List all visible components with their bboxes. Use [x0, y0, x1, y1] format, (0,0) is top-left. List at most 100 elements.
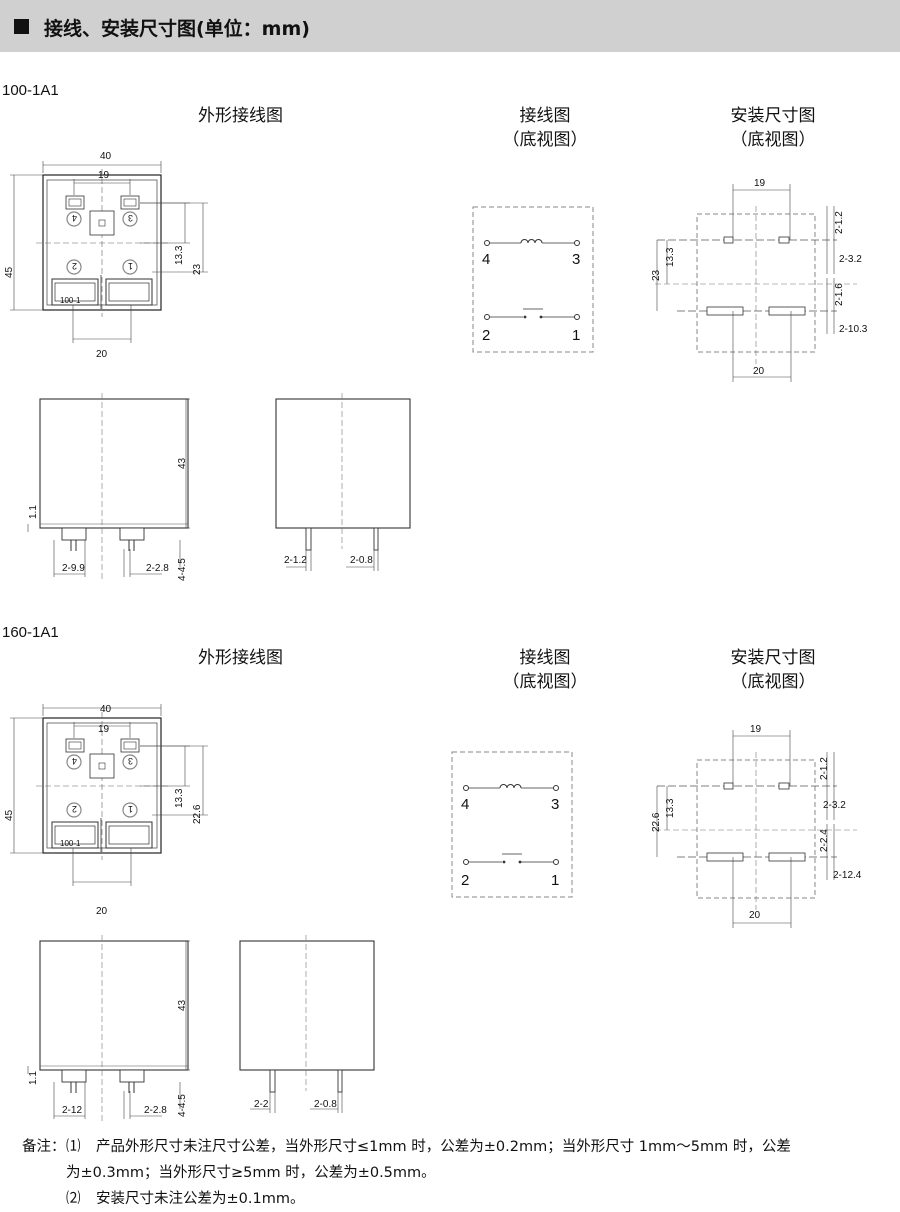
terminal-number: 2 — [72, 261, 77, 271]
caption-wiring-line1: 接线图 — [519, 648, 571, 668]
dim-a: 2-2 — [254, 1099, 269, 1110]
dim-a: 2-1.2 — [284, 555, 307, 566]
terminal-number: 4 — [72, 213, 77, 223]
dim-pin: 2-2.8 — [146, 563, 169, 574]
dim-19: 19 — [754, 178, 766, 189]
caption-mounting-line2: （底视图） — [730, 672, 816, 692]
dim-tol: 4-4.5 — [177, 558, 188, 581]
dim-height: 45 — [4, 809, 15, 821]
dim-pin4: 2-10.3 — [839, 324, 868, 335]
note-2: ⑵ 安装尺寸未注公差为±0.1mm。 — [22, 1186, 892, 1212]
dim-19: 19 — [750, 724, 762, 735]
caption-mounting-line1: 安装尺寸图 — [730, 106, 816, 126]
dim-height: 45 — [4, 266, 15, 278]
dim-pitch: 2-12 — [62, 1105, 82, 1116]
note-number: ⑴ — [66, 1139, 81, 1155]
dim-22-6: 22.6 — [651, 812, 662, 832]
dim-inner: 19 — [98, 170, 110, 181]
square-bullet-icon — [14, 19, 29, 34]
front-side-view: 43 1.1 2-9.9 2-2.8 4-4.5 — [27, 392, 191, 581]
caption-mounting-line1: 安装尺寸图 — [730, 648, 816, 668]
dim-pitch: 2-9.9 — [62, 563, 85, 574]
pin-4: 4 — [482, 251, 490, 268]
terminal-number: 1 — [128, 804, 133, 814]
dim-22-6: 22.6 — [192, 804, 203, 824]
caption-wiring-line1: 接线图 — [519, 106, 571, 126]
pin-1: 1 — [572, 327, 580, 344]
note-text: 为±0.3mm；当外形尺寸≥5mm 时，公差为±0.5mm。 — [66, 1165, 436, 1181]
wiring-diagram: 4 3 2 1 — [451, 751, 573, 898]
dim-inner: 19 — [98, 724, 110, 735]
dim-pin3: 2-1.6 — [834, 283, 845, 306]
pin-3: 3 — [572, 251, 580, 268]
note-text: 安装尺寸未注公差为±0.1mm。 — [96, 1191, 305, 1207]
dim-1-1: 1.1 — [28, 505, 39, 519]
terminal-number: 2 — [72, 804, 77, 814]
pin-2: 2 — [482, 327, 490, 344]
dim-pin: 2-2.8 — [144, 1105, 167, 1116]
dim-pin1: 2-1.2 — [834, 211, 845, 234]
dim-pin2: 2-3.2 — [839, 254, 862, 265]
pin-3: 3 — [551, 796, 559, 813]
note-text: 产品外形尺寸未注尺寸公差，当外形尺寸≤1mm 时，公差为±0.2mm；当外形尺寸… — [96, 1139, 791, 1155]
top-view-drawing: 40 19 45 13.3 23 20 100-1 4 3 2 1 — [4, 151, 209, 360]
caption-wiring: 接线图 （底视图） — [500, 104, 590, 152]
terminal-number: 3 — [128, 213, 133, 223]
dim-b: 2-0.8 — [350, 555, 373, 566]
page-title: 接线、安装尺寸图(单位：mm) — [44, 18, 310, 40]
caption-wiring-line2: （底视图） — [502, 672, 588, 692]
caption-wiring-line2: （底视图） — [502, 130, 588, 150]
dim-13: 13.3 — [665, 247, 676, 267]
dim-13: 13.3 — [174, 245, 185, 265]
dim-tol: 4-4.5 — [177, 1094, 188, 1117]
relay-label: 100-1 — [60, 296, 81, 305]
mounting-diagram: 19 2-1.2 2-3.2 13.3 22.6 2-2.4 2-12.4 20 — [651, 724, 862, 929]
terminal-number: 4 — [72, 756, 77, 766]
caption-outline: 外形接线图 — [198, 106, 283, 126]
dim-width: 40 — [100, 704, 112, 715]
notes-label: 备注： — [22, 1139, 66, 1155]
pin-4: 4 — [461, 796, 469, 813]
dim-pin2: 2-3.2 — [823, 800, 846, 811]
top-view-drawing: 40 19 45 13.3 22.6 20 100-1 4 3 2 1 — [4, 703, 209, 917]
caption-mounting: 安装尺寸图 （底视图） — [718, 646, 828, 694]
terminal-number: 1 — [128, 261, 133, 271]
mounting-diagram: 19 2-1.2 2-3.2 13.3 23 2-1.6 2-10.3 20 — [651, 178, 868, 383]
section-header: 接线、安装尺寸图(单位：mm) — [0, 0, 900, 52]
dim-height: 43 — [177, 457, 188, 469]
caption-mounting-line2: （底视图） — [730, 130, 816, 150]
dim-13: 13.3 — [665, 798, 676, 818]
dim-bottom: 20 — [749, 910, 761, 921]
pin-1: 1 — [551, 872, 559, 889]
dim-height: 43 — [177, 999, 188, 1011]
model-label: 100-1A1 — [2, 82, 59, 99]
model-label: 160-1A1 — [2, 624, 59, 641]
note-1-continued: 为±0.3mm；当外形尺寸≥5mm 时，公差为±0.5mm。 — [22, 1160, 892, 1186]
dim-pin1: 2-1.2 — [819, 757, 830, 780]
dim-pin3: 2-2.4 — [819, 829, 830, 852]
caption-outline: 外形接线图 — [198, 648, 283, 668]
dim-pin4: 2-12.4 — [833, 870, 862, 881]
dim-width: 40 — [100, 151, 112, 162]
dim-bottom: 20 — [753, 366, 765, 377]
dim-13: 13.3 — [174, 788, 185, 808]
dim-1-1: 1.1 — [28, 1071, 39, 1085]
notes: 备注： ⑴ 产品外形尺寸未注尺寸公差，当外形尺寸≤1mm 时，公差为±0.2mm… — [22, 1134, 892, 1212]
right-side-view: 2-2 2-0.8 — [239, 934, 375, 1114]
pin-2: 2 — [461, 872, 469, 889]
caption-wiring: 接线图 （底视图） — [500, 646, 590, 694]
dim-bottom: 20 — [96, 906, 108, 917]
note-1: 备注： ⑴ 产品外形尺寸未注尺寸公差，当外形尺寸≤1mm 时，公差为±0.2mm… — [22, 1134, 892, 1160]
note-number: ⑵ — [66, 1191, 81, 1207]
right-side-view: 2-1.2 2-0.8 — [275, 392, 411, 572]
wiring-diagram: 4 3 2 1 — [472, 206, 594, 353]
dim-bottom: 20 — [96, 349, 108, 360]
caption-mounting: 安装尺寸图 （底视图） — [718, 104, 828, 152]
dim-23: 23 — [192, 263, 203, 275]
dim-23: 23 — [651, 269, 662, 281]
dim-b: 2-0.8 — [314, 1099, 337, 1110]
relay-label: 100-1 — [60, 839, 81, 848]
front-side-view: 43 1.1 2-12 2-2.8 4-4.5 — [27, 934, 191, 1122]
terminal-number: 3 — [128, 756, 133, 766]
